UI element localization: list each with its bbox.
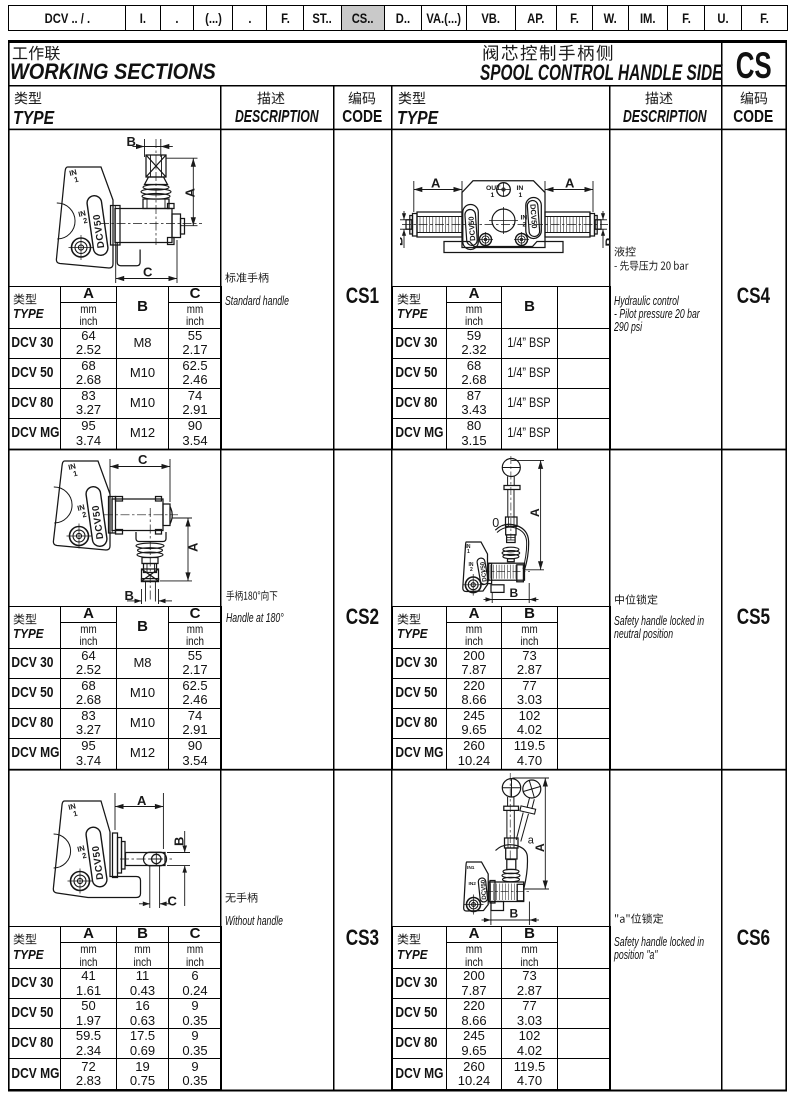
svg-text:a: a bbox=[528, 835, 535, 847]
svg-text:IN: IN bbox=[469, 562, 474, 568]
svg-text:2: 2 bbox=[81, 851, 87, 861]
svg-text:1: 1 bbox=[467, 549, 470, 555]
svg-text:B: B bbox=[125, 588, 134, 603]
svg-text:IN: IN bbox=[67, 461, 76, 472]
svg-text:IN1: IN1 bbox=[467, 865, 475, 871]
svg-text:A: A bbox=[431, 176, 441, 191]
svg-text:A: A bbox=[186, 542, 201, 552]
svg-text:2: 2 bbox=[523, 222, 527, 229]
svg-text:B: B bbox=[510, 907, 519, 921]
svg-text:IN2: IN2 bbox=[469, 881, 477, 887]
svg-text:C: C bbox=[138, 452, 148, 467]
svg-text:A: A bbox=[137, 793, 147, 808]
svg-text:IN: IN bbox=[521, 215, 528, 222]
svg-text:B: B bbox=[172, 837, 187, 846]
svg-text:OUT: OUT bbox=[486, 185, 501, 192]
svg-text:A: A bbox=[533, 843, 547, 852]
svg-text:0: 0 bbox=[492, 516, 499, 530]
svg-text:2: 2 bbox=[470, 567, 473, 573]
svg-text:B: B bbox=[400, 237, 406, 246]
svg-text:B: B bbox=[510, 586, 519, 600]
svg-text:A: A bbox=[528, 508, 542, 517]
svg-text:DCV50: DCV50 bbox=[480, 879, 488, 900]
svg-text:IN: IN bbox=[76, 502, 85, 513]
svg-text:1: 1 bbox=[519, 192, 523, 199]
svg-text:DCV50: DCV50 bbox=[92, 213, 108, 249]
svg-text:C: C bbox=[168, 894, 178, 909]
svg-text:A: A bbox=[183, 188, 198, 198]
svg-text:2: 2 bbox=[82, 216, 88, 226]
svg-text:A: A bbox=[565, 176, 575, 191]
svg-text:DCV50: DCV50 bbox=[91, 845, 107, 881]
svg-text:C: C bbox=[143, 265, 153, 280]
svg-text:2: 2 bbox=[81, 510, 87, 520]
svg-text:1: 1 bbox=[491, 192, 495, 199]
svg-text:IN: IN bbox=[77, 208, 86, 219]
svg-text:DCV50: DCV50 bbox=[528, 204, 539, 229]
svg-text:B: B bbox=[603, 237, 611, 246]
svg-text:IN: IN bbox=[76, 843, 85, 854]
svg-text:DCV50: DCV50 bbox=[91, 504, 107, 540]
svg-text:IN: IN bbox=[517, 185, 524, 192]
svg-text:B: B bbox=[127, 134, 136, 149]
svg-text:DCV50: DCV50 bbox=[467, 216, 478, 241]
svg-text:1: 1 bbox=[73, 175, 79, 185]
svg-text:IN: IN bbox=[68, 167, 77, 178]
svg-text:IN: IN bbox=[466, 544, 471, 550]
svg-text:1: 1 bbox=[72, 809, 78, 819]
svg-text:1: 1 bbox=[72, 469, 78, 479]
svg-text:IN: IN bbox=[67, 801, 76, 812]
